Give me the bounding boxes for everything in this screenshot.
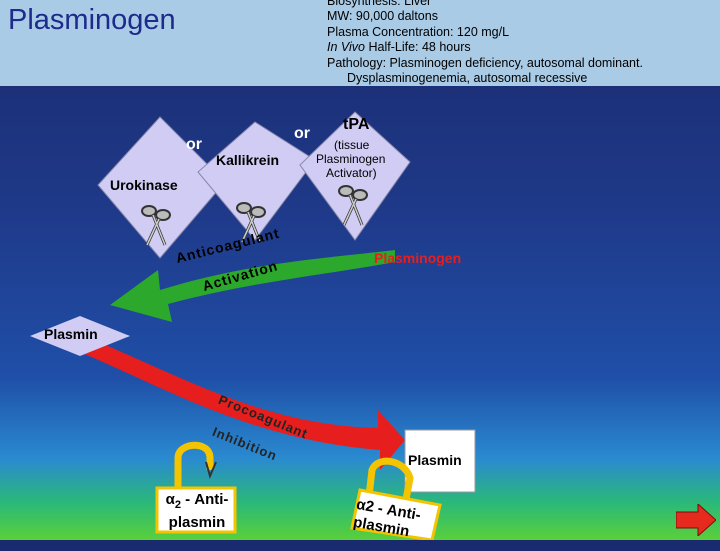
header-panel bbox=[0, 0, 720, 86]
tpa-sub-3: Activator) bbox=[326, 166, 377, 180]
tpa-sub-2: Plasminogen bbox=[316, 152, 386, 166]
next-arrow-icon[interactable] bbox=[676, 504, 716, 536]
biosynthesis-text: Biosynthesis: Liver bbox=[327, 0, 432, 8]
plasmin-box-label: Plasmin bbox=[408, 452, 462, 468]
info-box: Biosynthesis: Liver MW: 90,000 daltons P… bbox=[327, 0, 719, 86]
kallikrein-label: Kallikrein bbox=[216, 152, 280, 168]
plasminogen-label: Plasminogen bbox=[374, 250, 462, 266]
antiplasmin-bound-box bbox=[350, 488, 442, 540]
antiplasmin-rest: - Anti- bbox=[180, 491, 229, 508]
half-life-prefix: In Vivo bbox=[327, 40, 365, 55]
concentration-text: Plasma Concentration: 120 mg/L bbox=[327, 24, 510, 39]
urokinase-diamond bbox=[97, 116, 226, 259]
plasmin-shape bbox=[30, 316, 130, 356]
lock-icon-free bbox=[174, 441, 214, 490]
half-life-text: In Vivo Half-Life: 48 hours bbox=[327, 40, 719, 55]
tpa-label: tPA bbox=[343, 116, 370, 133]
page-title: Plasminogen bbox=[8, 4, 176, 36]
plasmin-label: Plasmin bbox=[44, 326, 98, 342]
antiplasmin-alpha: α bbox=[165, 491, 175, 508]
tpa-diamond bbox=[299, 111, 411, 241]
or-label-1: or bbox=[186, 136, 202, 153]
antiplasmin-sub: 2 bbox=[174, 499, 181, 511]
mw-text: MW: 90,000 daltons bbox=[327, 9, 438, 24]
half-life-rest: Half-Life: 48 hours bbox=[365, 40, 471, 55]
urokinase-label: Urokinase bbox=[110, 177, 178, 193]
plasmin-box bbox=[404, 429, 476, 493]
pathology-text-2: Dysplasminogenemia, autosomal recessive bbox=[347, 71, 588, 86]
activation-arrow bbox=[110, 250, 395, 322]
tpa-sub-1: (tissue bbox=[334, 138, 370, 152]
antiplasmin-box bbox=[155, 486, 237, 534]
procoagulant-arrow bbox=[75, 332, 405, 470]
kallikrein-diamond bbox=[197, 121, 316, 241]
or-label-2: or bbox=[294, 125, 310, 142]
pathology-text: Pathology: Plasminogen deficiency, autos… bbox=[327, 55, 643, 70]
lock-return-arrow bbox=[205, 461, 217, 479]
lock-icon-bound bbox=[364, 457, 414, 506]
antiplasmin-label: α2 - Anti- plasmin bbox=[160, 491, 234, 532]
antiplasmin-line2: plasmin bbox=[168, 514, 226, 531]
